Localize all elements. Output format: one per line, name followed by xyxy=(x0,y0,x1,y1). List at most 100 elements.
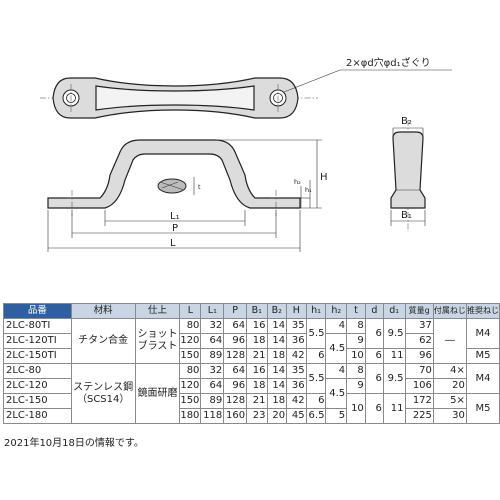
col-header: B₂ xyxy=(266,303,288,319)
cell-h2: 4 xyxy=(325,318,348,334)
cell-L: 180 xyxy=(179,408,202,424)
col-header: 仕上 xyxy=(134,303,181,319)
cell-mass: 96 xyxy=(404,348,434,364)
cell-h1: 6.5 xyxy=(305,408,327,424)
cell-L1: 32 xyxy=(200,318,225,334)
col-header: H xyxy=(286,303,307,319)
part-code: 2LC-180 xyxy=(3,408,72,424)
dim-P-label: P xyxy=(172,223,178,234)
finish-cell: 鏡面研磨 xyxy=(134,363,181,424)
top-view: 2×φd穴φd₁ざぐり xyxy=(40,56,452,119)
cell-B2: 14 xyxy=(266,318,288,334)
cell-L: 80 xyxy=(179,318,202,334)
cell-mass: 37 xyxy=(404,318,434,334)
cell-B1: 21 xyxy=(246,393,268,409)
cell-L: 150 xyxy=(179,348,202,364)
cell-B2: 20 xyxy=(266,408,288,424)
cell-B2: 18 xyxy=(266,393,288,409)
table-row: 2LC-180 180 118 160 23 20 45 6.5 5 225 3… xyxy=(3,408,500,424)
cell-B1: 23 xyxy=(246,408,268,424)
cell-d1: 9.5 xyxy=(382,318,406,349)
cell-d: 6 xyxy=(364,348,384,364)
cell-attached-screw: ― xyxy=(432,318,467,364)
col-header: 質量g xyxy=(404,303,434,319)
dim-h1-label: h₁ xyxy=(305,186,312,194)
dim-L-label: L xyxy=(170,238,176,249)
col-header: d xyxy=(364,303,384,319)
cell-H: 36 xyxy=(286,378,307,394)
col-header: h₂ xyxy=(325,303,348,319)
cell-B2: 14 xyxy=(266,333,288,349)
end-view: B₂ B₁ xyxy=(390,116,426,232)
cell-mass: 106 xyxy=(404,378,434,394)
cell-H: 42 xyxy=(286,348,307,364)
cell-mass: 225 xyxy=(404,408,434,424)
dim-H-label: H xyxy=(320,172,328,183)
table-row: 2LC-80TI チタン合金 ショット ブラスト 80 32 64 16 14 … xyxy=(3,318,500,364)
cell-d: 6 xyxy=(364,363,384,394)
cell-L: 120 xyxy=(179,333,202,349)
cell-d: 6 xyxy=(364,318,384,349)
cell-mass: 62 xyxy=(404,333,434,349)
table-row: 2LC-80 ステンレス鋼（SCS14） 鏡面研磨 80 32 64 16 14… xyxy=(3,363,500,424)
cell-h2: 4 xyxy=(325,363,348,379)
cell-t: 8 xyxy=(346,363,366,379)
cell-L1: 89 xyxy=(200,393,225,409)
cell-attached-screw: 30 xyxy=(432,408,467,424)
cell-d1: 11 xyxy=(382,348,406,364)
col-header: 推奨ねじ xyxy=(465,303,500,319)
part-code: 2LC-80 xyxy=(3,363,72,379)
cell-B1: 16 xyxy=(246,363,268,379)
dim-h2-label: h₂ xyxy=(294,178,301,186)
cell-h2: 4.5 xyxy=(325,378,348,409)
cell-B1: 18 xyxy=(246,378,268,394)
cell-d1: 9.5 xyxy=(382,363,406,394)
dim-B1-label: B₁ xyxy=(401,210,412,221)
table-header-row: 品番 材料 仕上 L L₁ P B₁ B₂ H h₁ h₂ t d d₁ 質量g… xyxy=(3,303,500,319)
cell-H: 35 xyxy=(286,318,307,334)
cell-recommended-screw: M5 xyxy=(465,348,500,364)
finish-cell: ショット ブラスト xyxy=(134,318,181,364)
cell-d1: 11 xyxy=(382,393,406,424)
cell-P: 96 xyxy=(223,333,248,349)
cell-recommended-screw: M5 xyxy=(465,393,500,424)
cell-L: 150 xyxy=(179,393,202,409)
cell-h2: 5 xyxy=(325,408,348,424)
col-header: 材料 xyxy=(70,303,136,319)
cell-L: 80 xyxy=(179,363,202,379)
col-header: t xyxy=(346,303,366,319)
cell-mass: 70 xyxy=(404,363,434,379)
col-header: d₁ xyxy=(382,303,406,319)
cell-t: 8 xyxy=(346,318,366,334)
part-code: 2LC-150TI xyxy=(3,348,72,364)
dim-L1-label: L₁ xyxy=(170,211,180,222)
cell-P: 128 xyxy=(223,348,248,364)
cell-L1: 118 xyxy=(200,408,225,424)
date-note: 2021年10月18日の情報です。 xyxy=(4,438,144,449)
cell-H: 35 xyxy=(286,363,307,379)
cell-t: 9 xyxy=(346,333,366,349)
material-cell: ステンレス鋼（SCS14） xyxy=(70,363,136,424)
cell-B2: 14 xyxy=(266,378,288,394)
cell-attached-screw: 5× xyxy=(432,393,467,409)
cell-recommended-screw: M4 xyxy=(465,363,500,394)
cell-L1: 64 xyxy=(200,333,225,349)
cell-d: 6 xyxy=(364,393,384,424)
cell-t: 9 xyxy=(346,378,366,394)
cell-mass: 172 xyxy=(404,393,434,409)
col-header: P xyxy=(223,303,248,319)
cell-B2: 14 xyxy=(266,363,288,379)
cell-t: 10 xyxy=(346,393,366,424)
spec-table: 品番 材料 仕上 L L₁ P B₁ B₂ H h₁ h₂ t d d₁ 質量g… xyxy=(3,303,500,424)
cell-L: 120 xyxy=(179,378,202,394)
cell-H: 36 xyxy=(286,333,307,349)
cell-P: 128 xyxy=(223,393,248,409)
part-code: 2LC-120 xyxy=(3,378,72,394)
dim-B2-label: B₂ xyxy=(401,116,412,127)
cell-B1: 16 xyxy=(246,318,268,334)
dim-t-label: t xyxy=(198,183,201,191)
technical-drawing: 2×φd穴φd₁ざぐり t L₁ P L H h xyxy=(40,56,452,252)
cell-L1: 32 xyxy=(200,363,225,379)
cell-H: 42 xyxy=(286,393,307,409)
cell-P: 64 xyxy=(223,363,248,379)
